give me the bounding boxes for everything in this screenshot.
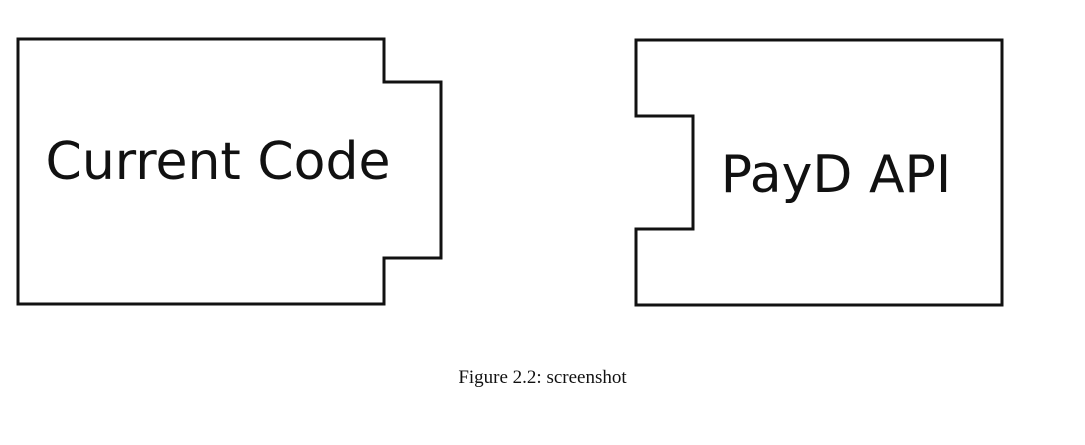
figure-caption: Figure 2.2: screenshot (458, 367, 627, 388)
current-code-label: Current Code (46, 132, 391, 192)
current-code-component: Current Code (16, 37, 443, 306)
payd-api-block-shape (634, 38, 1004, 307)
payd-api-component: PayD API (634, 38, 1004, 307)
current-code-block-shape (16, 37, 443, 306)
payd-api-label: PayD API (721, 145, 952, 205)
